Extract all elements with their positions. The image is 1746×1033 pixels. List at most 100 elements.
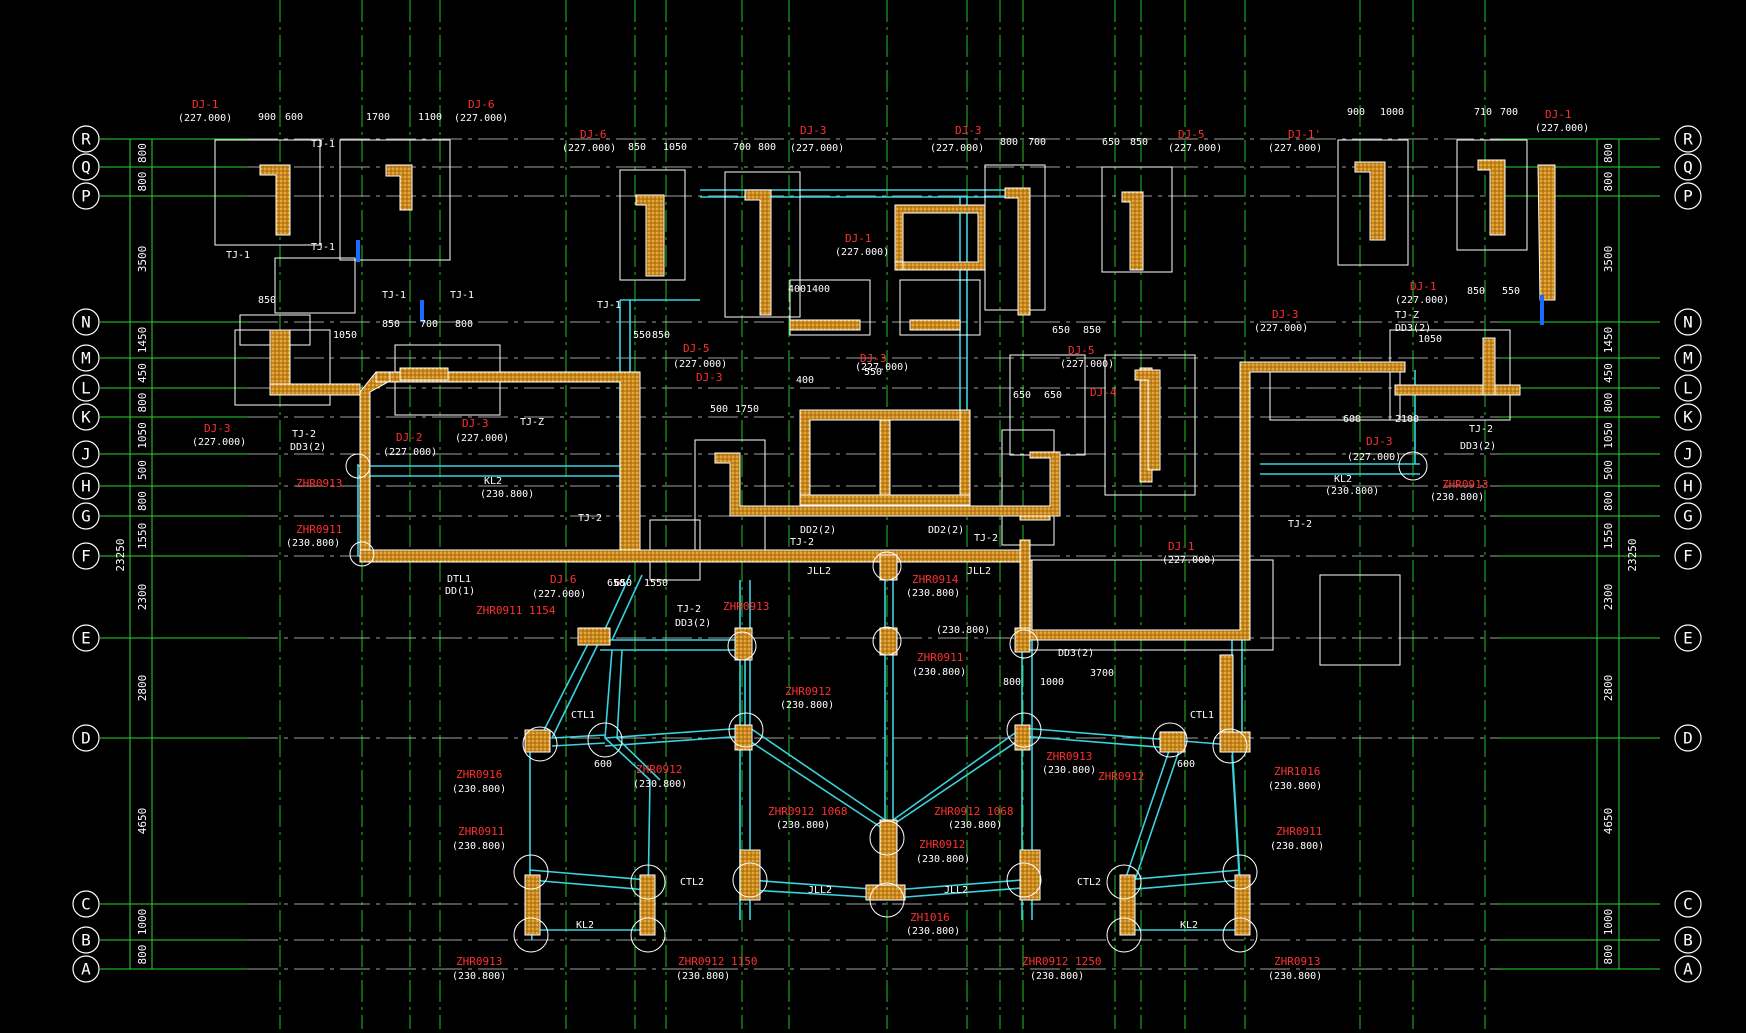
dimension-value: 1100 bbox=[418, 112, 442, 123]
axis-bubble bbox=[72, 926, 100, 954]
axis-bubble bbox=[1674, 542, 1702, 570]
row-dimension: 800 bbox=[136, 945, 149, 965]
elevation-note: (230.800) bbox=[633, 779, 687, 790]
dimension-value: 1700 bbox=[366, 112, 390, 123]
axis-bubble bbox=[1674, 125, 1702, 153]
axis-bubble bbox=[1674, 955, 1702, 983]
dimension-value: 700 bbox=[420, 319, 438, 330]
row-dimension: 1000 bbox=[136, 909, 149, 936]
dimension-value: 850 bbox=[258, 295, 276, 306]
dimension-value: 400 bbox=[796, 375, 814, 386]
footing-tag: ZHR0912 bbox=[636, 763, 682, 776]
footing-tag: ZH1016 bbox=[910, 911, 950, 924]
row-dimension: 2300 bbox=[136, 584, 149, 611]
footing-tag: DJ-3 bbox=[204, 422, 231, 435]
dimension-value: 550 bbox=[633, 330, 651, 341]
row-dimension: 2300 bbox=[1602, 584, 1615, 611]
dimension-value: 650 bbox=[1013, 390, 1031, 401]
footing-tag: DJ-3 bbox=[860, 352, 887, 365]
axis-bubble bbox=[1674, 344, 1702, 372]
footing-tag: DJ-3 bbox=[1366, 435, 1393, 448]
elevation-note: TJ-Z bbox=[520, 417, 544, 428]
elevation-note: (230.800) bbox=[936, 625, 990, 636]
dimension-value: 500 bbox=[710, 404, 728, 415]
axis-bubble bbox=[72, 472, 100, 500]
axis-bubble-label: Q bbox=[1683, 158, 1693, 177]
elevation-note: (227.000) bbox=[1254, 323, 1308, 334]
dimension-value: 850 bbox=[382, 319, 400, 330]
row-dimension: 800 bbox=[1602, 393, 1615, 413]
elevation-note: TJ-2 bbox=[1469, 424, 1493, 435]
elevation-note: DD3(2) bbox=[675, 618, 711, 629]
elevation-note: KL2 bbox=[1334, 474, 1352, 485]
row-dimension: 450 bbox=[136, 363, 149, 383]
footing-tag: ZHR0913 bbox=[1442, 478, 1488, 491]
row-dimension: 800 bbox=[136, 393, 149, 413]
foundation-walls bbox=[259, 159, 1556, 936]
elevation-note: (230.800) bbox=[1268, 971, 1322, 982]
elevation-note: (227.000) bbox=[1347, 452, 1401, 463]
footing-outlines bbox=[214, 139, 1528, 666]
elevation-note: JLL2 bbox=[944, 885, 968, 896]
axis-bubble bbox=[1674, 502, 1702, 530]
elevation-note: (227.000) bbox=[855, 362, 909, 373]
axis-bubble bbox=[72, 403, 100, 431]
row-dimension: 1450 bbox=[1602, 327, 1615, 354]
axis-bubble bbox=[72, 502, 100, 530]
row-dimension: 3500 bbox=[136, 246, 149, 273]
elevation-note: TJ-2 bbox=[292, 429, 316, 440]
axis-bubble bbox=[72, 440, 100, 468]
elevation-note: (230.800) bbox=[906, 588, 960, 599]
axis-bubble-label: R bbox=[1683, 130, 1693, 149]
row-dimension: 2800 bbox=[1602, 675, 1615, 702]
elevation-note: (230.800) bbox=[1430, 492, 1484, 503]
dimension-value: 3700 bbox=[1090, 668, 1114, 679]
row-dimension: 800 bbox=[136, 143, 149, 163]
elevation-note: (230.800) bbox=[948, 820, 1002, 831]
dimension-value: 850 bbox=[1130, 137, 1148, 148]
row-dimension: 800 bbox=[1602, 172, 1615, 192]
footing-tag: DJ-1' bbox=[1288, 128, 1321, 141]
axis-bubble-label: P bbox=[1683, 187, 1693, 206]
axis-bubble-label: E bbox=[1683, 629, 1693, 648]
axis-bubble bbox=[72, 890, 100, 918]
pile-caps bbox=[345, 451, 1428, 953]
axis-bubble-label: K bbox=[1683, 408, 1693, 427]
total-dimension: 23250 bbox=[1626, 538, 1639, 571]
footing-tag: DJ-1 bbox=[1545, 108, 1572, 121]
axis-bubble bbox=[1674, 724, 1702, 752]
dimension-value: 650 bbox=[614, 578, 632, 589]
axis-bubble-label: C bbox=[81, 895, 91, 914]
elevation-note: DTL1 bbox=[447, 574, 471, 585]
elevation-note: TJ-2 bbox=[974, 533, 998, 544]
footing-tag: DJ-1 bbox=[1410, 280, 1437, 293]
axis-bubble-label: J bbox=[1683, 445, 1693, 464]
elevation-note: (230.800) bbox=[1030, 971, 1084, 982]
axis-bubble bbox=[1674, 472, 1702, 500]
footing-tag: ZHR0911 1154 bbox=[476, 604, 556, 617]
elevation-note: (230.800) bbox=[780, 700, 834, 711]
footing-tag: ZHR0912 1150 bbox=[678, 955, 757, 968]
dimension-value: 800 bbox=[1000, 137, 1018, 148]
dimension-value: 850 bbox=[628, 142, 646, 153]
axis-bubble-label: D bbox=[81, 729, 91, 748]
footing-tag: ZHR0916 bbox=[456, 768, 502, 781]
axis-bubble bbox=[72, 374, 100, 402]
axis-bubble-label: F bbox=[81, 547, 91, 566]
elevation-note: (227.000) bbox=[835, 247, 889, 258]
row-dimension: 3500 bbox=[1602, 246, 1615, 273]
elevation-note: (230.800) bbox=[1268, 781, 1322, 792]
elevation-note: (227.000) bbox=[455, 433, 509, 444]
elevation-note: KL2 bbox=[576, 920, 594, 931]
elevation-note: TJ-2 bbox=[790, 537, 814, 548]
axis-bubble bbox=[1674, 182, 1702, 210]
dimension-value: 550 bbox=[1502, 286, 1520, 297]
dimension-value: 700 bbox=[1500, 107, 1518, 118]
